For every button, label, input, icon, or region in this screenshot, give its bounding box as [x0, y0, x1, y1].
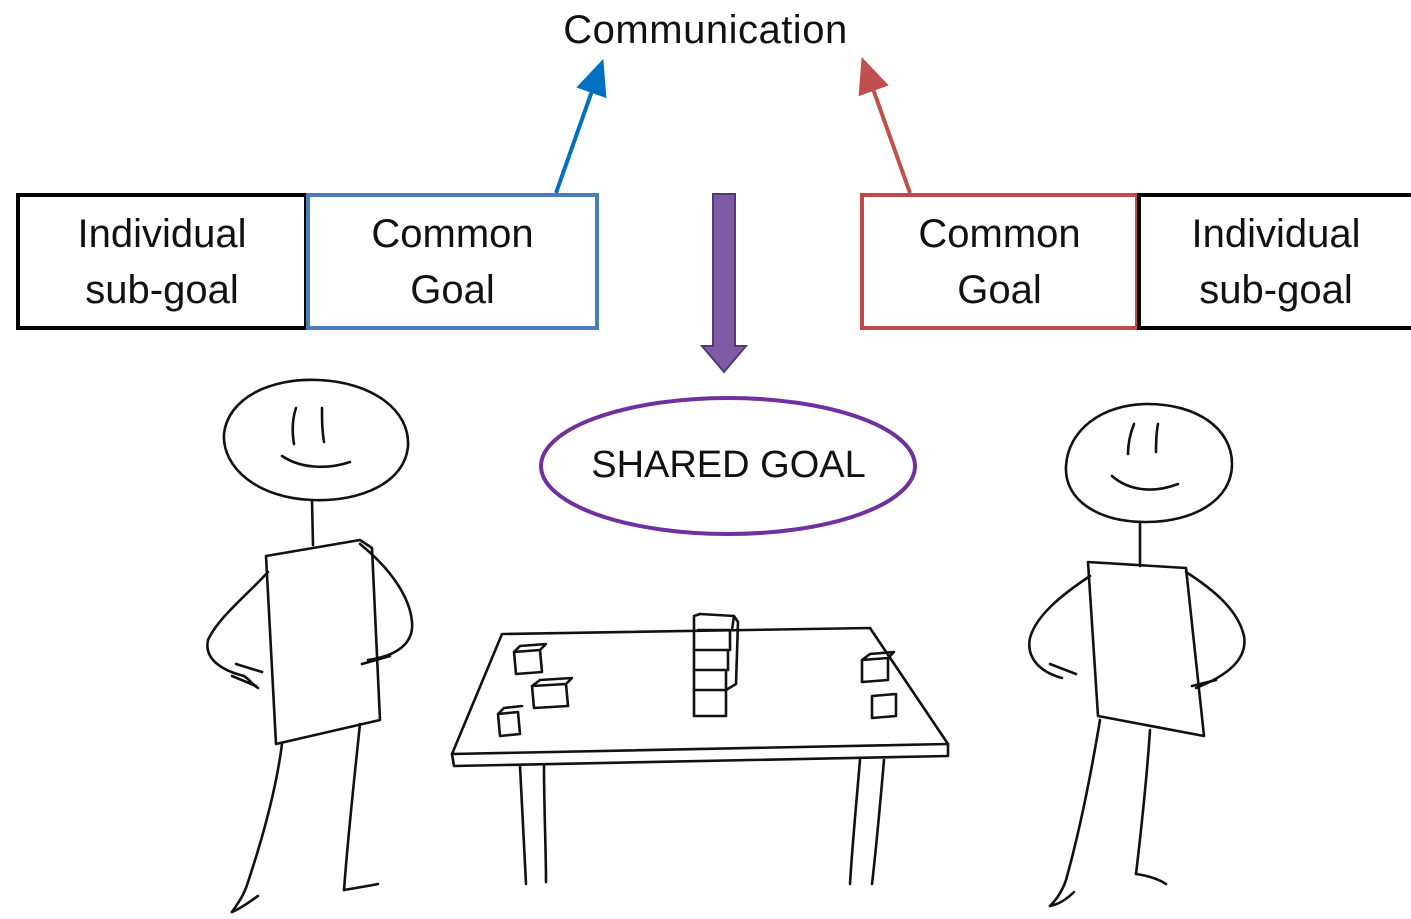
right-individual-subgoal-box: Individual sub-goal: [1137, 193, 1411, 330]
left-common-goal-box: Common Goal: [306, 193, 599, 330]
right-individual-line2: sub-goal: [1199, 267, 1353, 312]
shared-goal-label: SHARED GOAL: [591, 444, 866, 486]
left-arrow-to-communication: [554, 58, 607, 194]
left-individual-line2: sub-goal: [85, 267, 239, 312]
left-individual-line1: Individual: [77, 211, 247, 256]
left-stick-figure: [206, 378, 414, 914]
right-stick-figure: [1028, 402, 1246, 908]
left-individual-subgoal-box: Individual sub-goal: [16, 193, 308, 330]
right-common-line2: Goal: [957, 267, 1042, 312]
table-with-blocks: [450, 612, 950, 886]
shared-goal-ellipse: [539, 396, 917, 536]
down-arrow: [699, 193, 749, 374]
right-common-line1: Common: [918, 211, 1081, 256]
communication-label: Communication: [563, 8, 848, 52]
left-common-line2: Goal: [410, 267, 495, 312]
right-arrow-to-communication: [858, 56, 912, 194]
right-individual-line1: Individual: [1191, 211, 1361, 256]
left-common-line1: Common: [371, 211, 534, 256]
right-common-goal-box: Common Goal: [860, 193, 1139, 330]
